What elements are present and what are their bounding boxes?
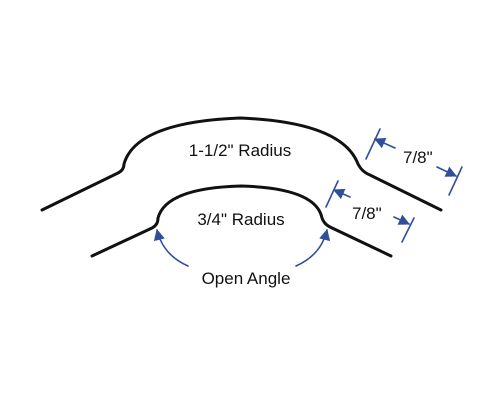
angle-arrow-right	[295, 228, 331, 267]
outer-radius-label: 1-1/2" Radius	[189, 141, 291, 160]
inner-radius-label: 3/4" Radius	[197, 210, 284, 229]
outer-profile-line	[40, 116, 443, 212]
outer-flange-dimension	[365, 128, 463, 196]
open-angle-label: Open Angle	[202, 269, 291, 288]
angle-arrow-left	[153, 228, 189, 267]
inner-flange-dimension	[325, 180, 415, 243]
inner-profile-line	[90, 184, 393, 258]
inner-flange-label: 7/8"	[352, 204, 382, 223]
outer-flange-label: 7/8"	[403, 148, 433, 167]
